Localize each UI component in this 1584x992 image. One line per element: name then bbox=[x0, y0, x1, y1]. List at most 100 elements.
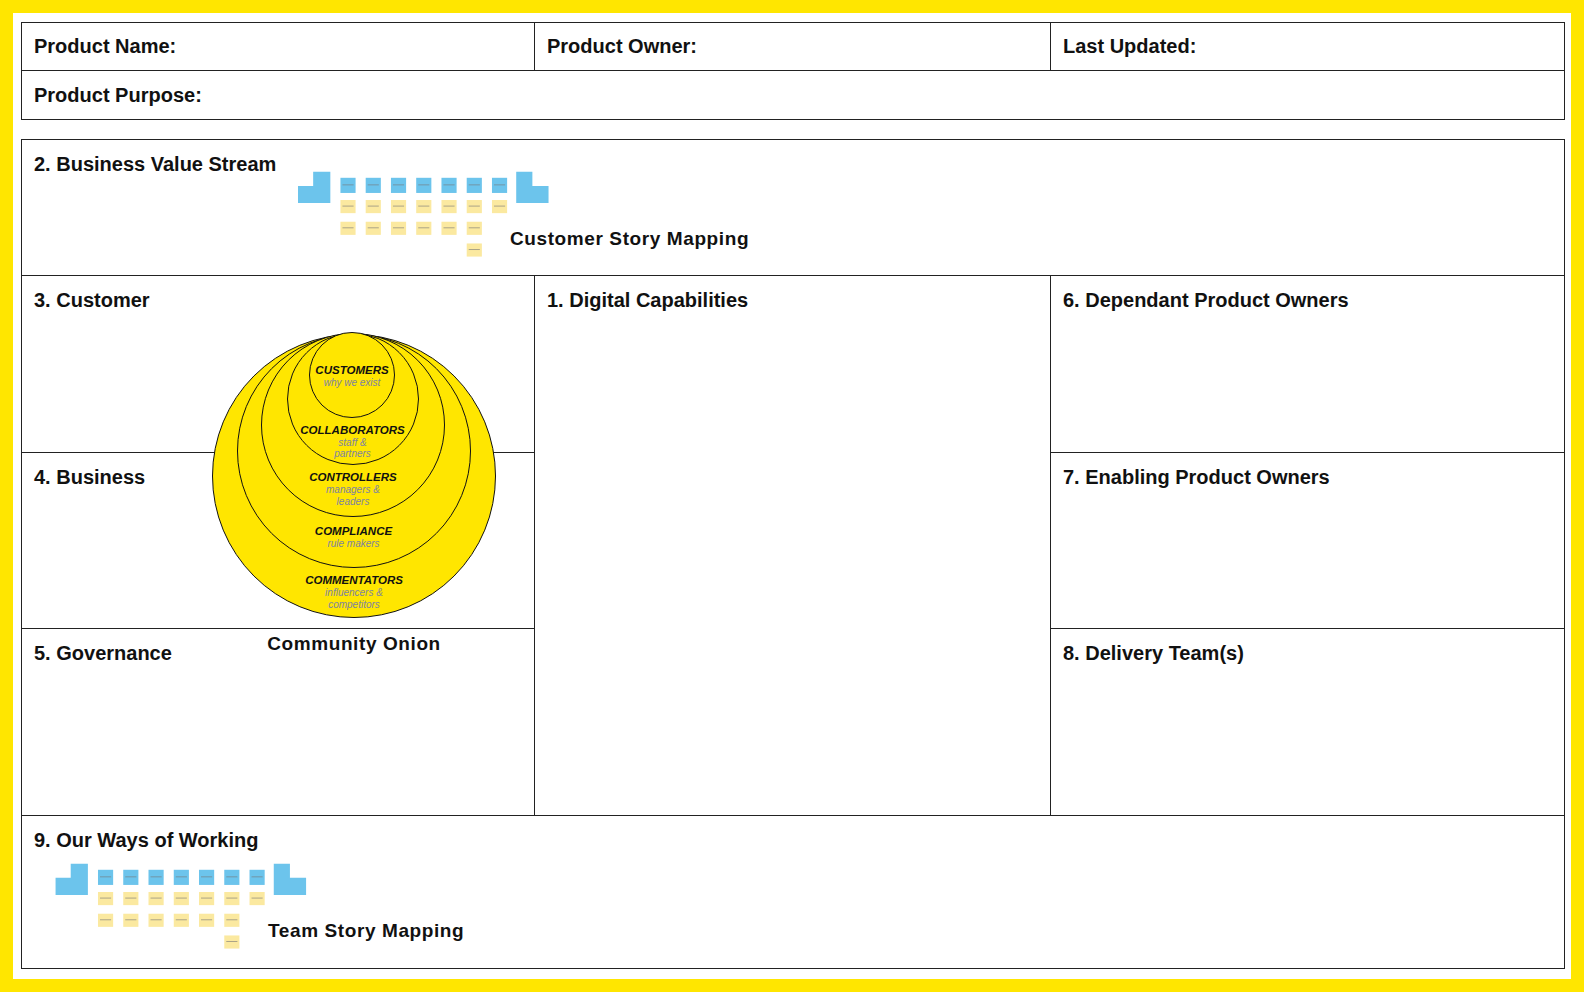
field-label: Product Name: bbox=[34, 35, 176, 58]
end-note bbox=[516, 172, 548, 203]
detail-note bbox=[492, 200, 507, 213]
onion-ring: COMPLIANCErule makers CONTROLLERSmanagers… bbox=[237, 334, 471, 568]
canvas-cell: 8. Delivery Team(s) bbox=[1050, 628, 1565, 816]
detail-note bbox=[123, 892, 138, 905]
detail-note bbox=[416, 222, 431, 235]
step-note bbox=[224, 870, 239, 885]
note-scribble bbox=[443, 227, 454, 228]
note-scribble bbox=[100, 919, 111, 920]
note-scribble bbox=[176, 876, 187, 877]
ring-title: COMMENTATORS bbox=[305, 573, 403, 587]
note-scribble bbox=[494, 184, 505, 185]
figure-caption: Team Story Mapping bbox=[268, 919, 464, 942]
step-note bbox=[199, 870, 214, 885]
end-note bbox=[274, 864, 306, 895]
detail-note bbox=[391, 200, 406, 213]
field-label: Last Updated: bbox=[1063, 35, 1196, 58]
detail-note bbox=[224, 935, 239, 948]
figure-caption: Customer Story Mapping bbox=[510, 227, 749, 250]
note-scribble bbox=[418, 227, 429, 228]
note-scribble bbox=[176, 919, 187, 920]
ring-label: CUSTOMERSwhy we exist bbox=[310, 363, 394, 389]
note-scribble bbox=[226, 941, 237, 942]
detail-note bbox=[98, 914, 113, 927]
detail-note bbox=[199, 914, 214, 927]
ring-title: CUSTOMERS bbox=[315, 363, 388, 377]
detail-note bbox=[366, 200, 381, 213]
ring-title: COMPLIANCE bbox=[315, 524, 392, 538]
detail-note bbox=[148, 914, 163, 927]
cell-heading: 1. Digital Capabilities bbox=[547, 289, 1038, 312]
ring-label: COMPLIANCErule makers bbox=[238, 524, 470, 550]
canvas-cell: 9. Our Ways of Working bbox=[21, 815, 1565, 969]
note-scribble bbox=[469, 249, 480, 250]
step-note bbox=[340, 178, 355, 193]
start-note bbox=[298, 172, 330, 203]
detail-note bbox=[340, 200, 355, 213]
note-scribble bbox=[252, 876, 263, 877]
ring-label: COMMENTATORSinfluencers & competitors bbox=[213, 573, 495, 610]
note-scribble bbox=[469, 227, 480, 228]
ring-title: COLLABORATORS bbox=[300, 423, 404, 437]
ring-label: CONTROLLERSmanagers & leaders bbox=[262, 470, 444, 507]
detail-note bbox=[441, 222, 456, 235]
field-label: Product Purpose: bbox=[34, 84, 202, 107]
note-scribble bbox=[393, 184, 404, 185]
detail-note bbox=[467, 243, 482, 256]
cell-heading: 2. Business Value Stream bbox=[34, 153, 1552, 176]
note-scribble bbox=[176, 898, 187, 899]
note-scribble bbox=[151, 876, 162, 877]
cell-heading: 8. Delivery Team(s) bbox=[1063, 642, 1552, 665]
canvas-cell: 1. Digital Capabilities bbox=[534, 275, 1051, 816]
ring-subtitle: rule makers bbox=[327, 538, 379, 550]
start-note bbox=[56, 864, 88, 895]
canvas-cell: 2. Business Value Stream bbox=[21, 139, 1565, 276]
ring-subtitle: why we exist bbox=[324, 377, 381, 389]
step-note bbox=[416, 178, 431, 193]
ring-subtitle: managers & leaders bbox=[317, 484, 389, 507]
note-scribble bbox=[201, 898, 212, 899]
detail-note bbox=[467, 200, 482, 213]
note-scribble bbox=[100, 876, 111, 877]
detail-note bbox=[224, 914, 239, 927]
note-scribble bbox=[151, 919, 162, 920]
detail-note bbox=[366, 222, 381, 235]
note-scribble bbox=[393, 206, 404, 207]
note-scribble bbox=[252, 898, 263, 899]
note-scribble bbox=[201, 876, 212, 877]
header-field: Product Owner: bbox=[534, 22, 1051, 71]
detail-note bbox=[250, 892, 265, 905]
header-field: Product Name: bbox=[21, 22, 535, 71]
canvas-cell: 7. Enabling Product Owners bbox=[1050, 452, 1565, 629]
note-scribble bbox=[469, 184, 480, 185]
canvas-cell: 6. Dependant Product Owners bbox=[1050, 275, 1565, 453]
detail-note bbox=[416, 200, 431, 213]
step-note bbox=[148, 870, 163, 885]
step-note bbox=[250, 870, 265, 885]
detail-note bbox=[467, 222, 482, 235]
note-scribble bbox=[342, 206, 353, 207]
detail-note bbox=[199, 892, 214, 905]
step-note bbox=[98, 870, 113, 885]
onion-ring: CONTROLLERSmanagers & leaders COLLABORATO… bbox=[261, 333, 445, 517]
header-field: Last Updated: bbox=[1050, 22, 1565, 71]
note-scribble bbox=[226, 898, 237, 899]
detail-note bbox=[224, 892, 239, 905]
figure-caption: Community Onion bbox=[267, 632, 441, 655]
step-note bbox=[441, 178, 456, 193]
detail-note bbox=[98, 892, 113, 905]
step-note bbox=[123, 870, 138, 885]
cell-heading: 6. Dependant Product Owners bbox=[1063, 289, 1552, 312]
detail-note bbox=[340, 222, 355, 235]
note-scribble bbox=[469, 206, 480, 207]
note-scribble bbox=[226, 876, 237, 877]
note-scribble bbox=[226, 919, 237, 920]
note-scribble bbox=[418, 184, 429, 185]
note-scribble bbox=[125, 898, 136, 899]
cell-heading: 3. Customer bbox=[34, 289, 522, 312]
ring-title: CONTROLLERS bbox=[309, 470, 397, 484]
note-scribble bbox=[151, 898, 162, 899]
step-note bbox=[467, 178, 482, 193]
cell-heading: 9. Our Ways of Working bbox=[34, 829, 1552, 852]
